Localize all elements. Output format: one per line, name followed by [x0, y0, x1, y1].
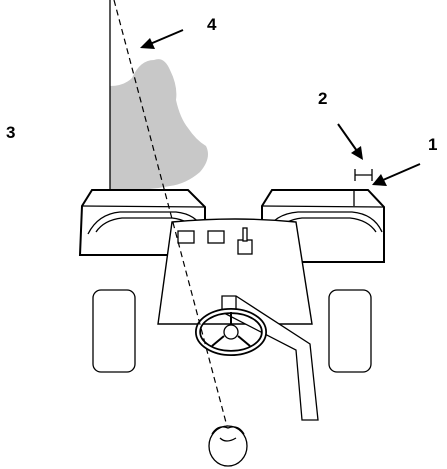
label-1: 1 [428, 135, 437, 154]
blind-zone-shape [110, 59, 208, 190]
label-3: 3 [6, 123, 15, 142]
dashboard-panel [157, 218, 313, 325]
steering-wheel [195, 308, 267, 356]
arrow-1 [372, 163, 421, 186]
arrow-2 [337, 123, 363, 160]
dashboard-indicator-middle [207, 230, 225, 244]
left-rear-wheel [92, 289, 136, 373]
dashboard-indicator-left [177, 230, 195, 244]
right-rear-wheel [328, 289, 372, 373]
sight-line [113, 0, 229, 431]
label-4: 4 [207, 15, 217, 34]
dashboard-lever-icon [237, 227, 253, 255]
label-2: 2 [318, 89, 327, 108]
mirror-offset-marker [354, 169, 373, 181]
arrow-4 [140, 29, 184, 49]
operator-head-icon [208, 425, 248, 467]
